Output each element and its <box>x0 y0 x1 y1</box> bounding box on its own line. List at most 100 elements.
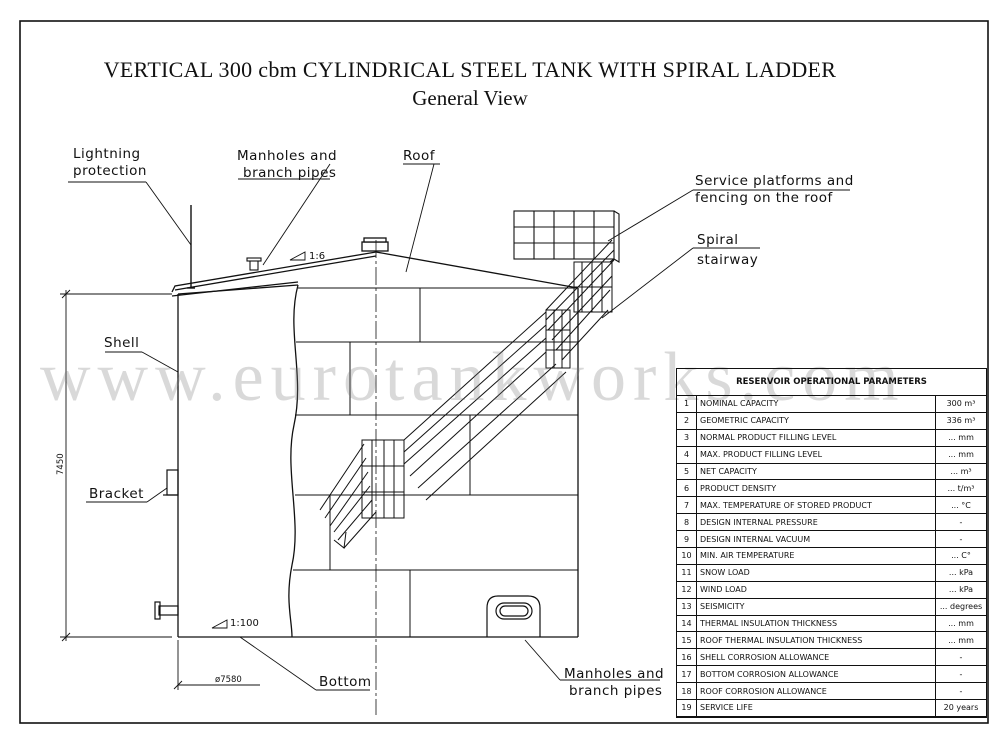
row-number-cell: 9 <box>677 530 697 549</box>
row-number-cell: 6 <box>677 479 697 498</box>
row-number-cell: 15 <box>677 631 697 650</box>
table-row: 9 DESIGN INTERNAL VACUUM- <box>677 530 986 549</box>
row-number-cell: 18 <box>677 682 697 701</box>
parameter-value-cell: 336 m³ <box>935 411 986 430</box>
table-row: 17 BOTTOM CORROSION ALLOWANCE- <box>677 665 986 684</box>
table-title: RESERVOIR OPERATIONAL PARAMETERS <box>677 369 986 396</box>
row-number-cell: 11 <box>677 563 697 582</box>
parameter-value-cell: ... mm <box>935 445 986 464</box>
drawing-subtitle: General View <box>412 86 528 110</box>
bottom-slope-mark <box>211 619 228 629</box>
parameter-name-cell: ROOF CORROSION ALLOWANCE <box>696 682 936 701</box>
callout-line: Manholes and <box>564 666 665 682</box>
callout-manholes-roof: Manholes and branch pipes <box>237 148 337 182</box>
parameter-name-cell: ROOF THERMAL INSULATION THICKNESS <box>696 631 936 650</box>
parameter-name-cell: WIND LOAD <box>696 580 936 599</box>
parameter-name-cell: SHELL CORROSION ALLOWANCE <box>696 648 936 667</box>
callout-line: protection <box>73 163 147 179</box>
callout-line: branch pipes <box>569 683 663 699</box>
callout-line: branch pipes <box>243 165 337 181</box>
row-number-cell: 19 <box>677 699 697 717</box>
row-number-cell: 10 <box>677 547 697 565</box>
callout-lightning-protection: Lightning protection <box>73 146 147 180</box>
row-number-cell: 7 <box>677 496 697 515</box>
parameter-value-cell: ... C° <box>935 547 986 565</box>
spiral-stairway <box>319 239 615 549</box>
callout-spiral-stairway: Spiral stairway <box>697 230 758 270</box>
roof-slope-mark <box>289 251 306 261</box>
parameter-value-cell: ... mm <box>935 614 986 633</box>
callout-bottom: Bottom <box>319 674 372 690</box>
parameter-name-cell: MAX. PRODUCT FILLING LEVEL <box>696 445 936 464</box>
parameter-name-cell: SEISMICITY <box>696 597 936 616</box>
row-number-cell: 2 <box>677 411 697 430</box>
parameter-name-cell: MIN. AIR TEMPERATURE <box>696 547 936 565</box>
bottom-nozzle <box>154 601 179 620</box>
parameter-value-cell: ... kPa <box>935 580 986 599</box>
parameter-name-cell: MAX. TEMPERATURE OF STORED PRODUCT <box>696 496 936 515</box>
bottom-manhole <box>486 595 541 637</box>
parameter-name-cell: BOTTOM CORROSION ALLOWANCE <box>696 665 936 684</box>
row-number-cell: 12 <box>677 580 697 599</box>
row-number-cell: 8 <box>677 513 697 532</box>
row-number-cell: 17 <box>677 665 697 684</box>
callout-bracket: Bracket <box>89 486 144 502</box>
callout-line: Manholes and <box>237 148 338 164</box>
drawing-frame <box>19 20 989 724</box>
drawing-title: VERTICAL 300 cbm CYLINDRICAL STEEL TANK … <box>103 57 837 82</box>
callout-line: Service platforms and <box>695 173 854 189</box>
callout-manholes-bottom: Manholes and branch pipes <box>564 666 664 700</box>
row-number-cell: 14 <box>677 614 697 633</box>
callout-line: Spiral <box>697 232 739 248</box>
parameter-name-cell: PRODUCT DENSITY <box>696 479 936 498</box>
parameter-name-cell: DESIGN INTERNAL VACUUM <box>696 530 936 549</box>
roof-slope-label: 1:6 <box>309 251 325 262</box>
callout-service-platforms: Service platforms and fencing on the roo… <box>695 173 854 207</box>
callout-shell: Shell <box>104 335 140 351</box>
height-dimension-label: 7450 <box>56 453 66 475</box>
parameter-name-cell: GEOMETRIC CAPACITY <box>696 411 936 430</box>
parameter-value-cell: - <box>935 665 986 684</box>
row-number-cell: 13 <box>677 597 697 616</box>
callout-line: Lightning <box>73 146 141 162</box>
parameter-name-cell: NOMINAL CAPACITY <box>696 396 936 413</box>
parameter-name-cell: SNOW LOAD <box>696 563 936 582</box>
parameter-value-cell: - <box>935 648 986 667</box>
bracket <box>163 469 179 496</box>
parameter-value-cell: ... degrees <box>935 597 986 616</box>
callout-line: fencing on the roof <box>695 190 833 206</box>
row-number-cell: 1 <box>677 396 697 413</box>
parameter-value-cell: ... °C <box>935 496 986 515</box>
parameter-name-cell: NET CAPACITY <box>696 462 936 481</box>
callout-roof: Roof <box>403 148 436 164</box>
roof <box>171 237 579 297</box>
roof-platform <box>513 210 620 263</box>
parameter-value-cell: ... mm <box>935 428 986 447</box>
parameter-value-cell: - <box>935 530 986 549</box>
parameter-value-cell: ... kPa <box>935 563 986 582</box>
leader-lines <box>68 163 850 691</box>
parameter-value-cell: 300 m³ <box>935 396 986 413</box>
callout-line: stairway <box>697 252 759 268</box>
shell-seams <box>293 287 578 637</box>
parameter-value-cell: - <box>935 513 986 532</box>
